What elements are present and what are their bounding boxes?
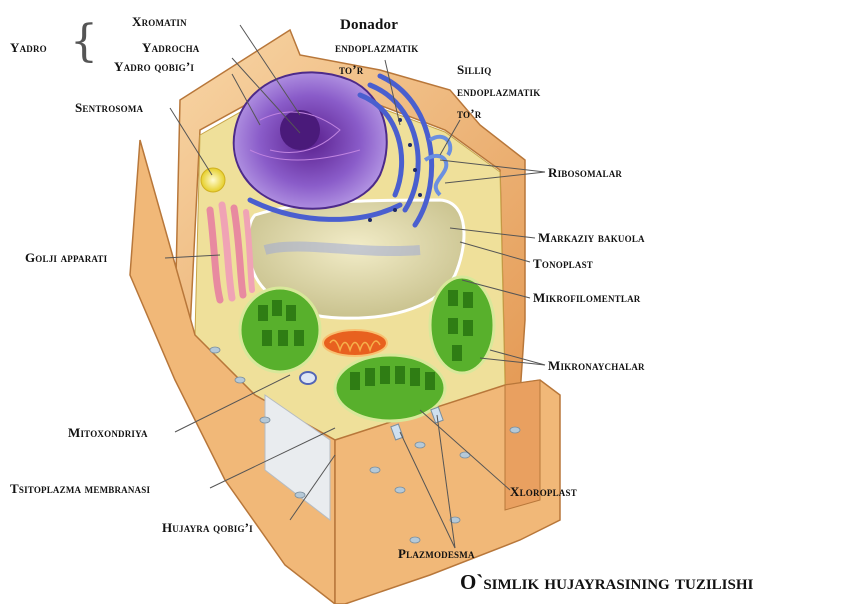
label-yadro: Yadro [10, 40, 47, 55]
label-xromatin: Xromatin [132, 14, 187, 29]
label-yadro-qobigi: Yadro qobig’i [114, 59, 194, 74]
small-vesicle [300, 372, 316, 384]
label-golji: Golji apparati [25, 250, 107, 265]
label-donador-3: to’r [339, 62, 363, 77]
centrosome [201, 168, 225, 192]
label-donador-1: Donador [340, 18, 398, 33]
mitochondrion [323, 330, 387, 356]
label-silliq-1: Silliq [457, 62, 491, 77]
diagram-title: O`simlik hujayrasining tuzilishi [460, 570, 753, 595]
label-silliq-2: endoplazmatik [457, 84, 540, 99]
label-mikrofilamentlar: Mikrofilomentlar [533, 290, 640, 305]
label-plazmodesma: Plazmodesma [398, 546, 475, 561]
label-tonoplast: Tonoplast [533, 256, 593, 271]
label-hujayra-qobigi: Hujayra qobig’i [162, 520, 253, 535]
label-markaziy-bakuola: Markaziy bakuola [538, 230, 645, 245]
label-silliq-3: to’r [457, 106, 481, 121]
label-donador-2: endoplazmatik [335, 40, 418, 55]
label-sentrosoma: Sentrosoma [75, 100, 143, 115]
label-xloroplast: Xloroplast [510, 484, 577, 499]
chloroplast-front [335, 355, 445, 421]
label-tsitoplazma: Tsitoplazma membranasi [10, 481, 150, 496]
chloroplast-left [240, 288, 320, 372]
label-mitoxondriya: Mitoxondriya [68, 425, 148, 440]
label-yadrocha: Yadrocha [142, 40, 200, 55]
label-ribosomalar: Ribosomalar [548, 165, 622, 180]
yadro-brace: { [70, 20, 98, 64]
label-mikronaychalar: Mikronaychalar [548, 358, 645, 373]
